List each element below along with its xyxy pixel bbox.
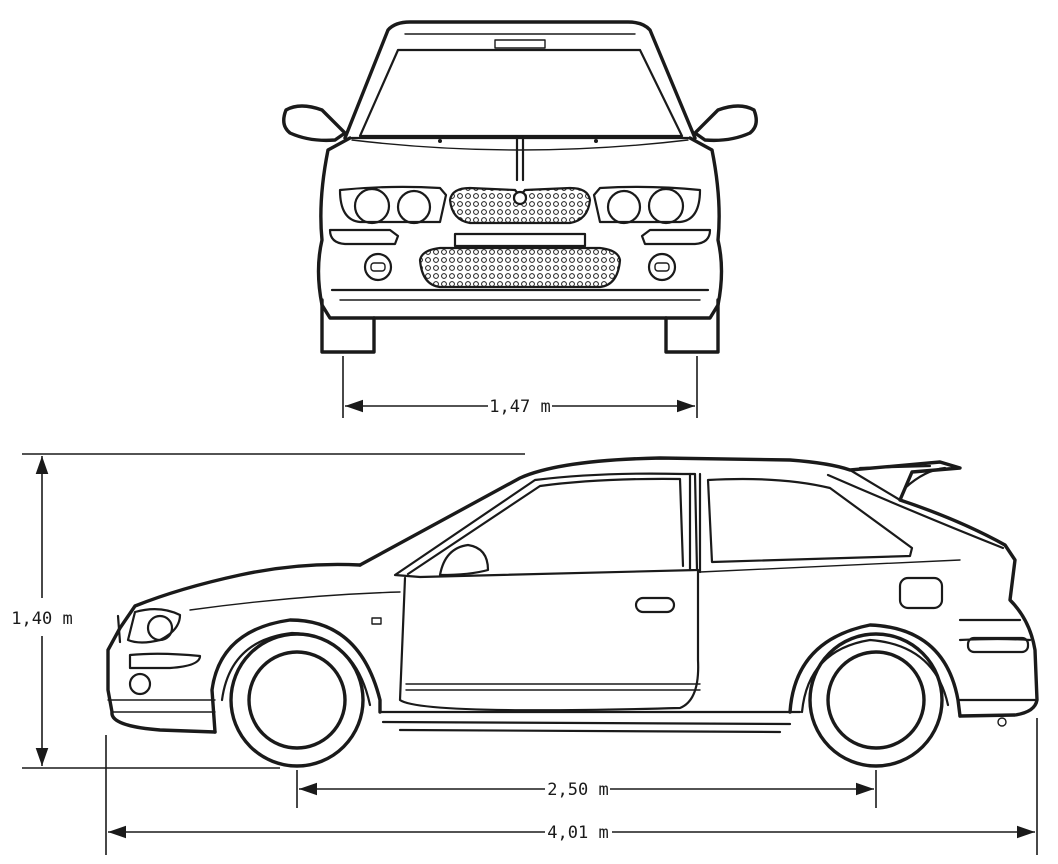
track-width-dimension: 1,47 m [342,356,698,418]
side-view [106,456,1039,768]
track-width-label: 1,47 m [489,397,550,417]
wheelbase-label: 2,50 m [547,780,608,800]
wheelbase-dimension: 2,50 m [296,770,877,808]
height-dimension: 1,40 m [11,453,525,769]
overall-length-label: 4,01 m [547,823,608,843]
height-label: 1,40 m [11,609,72,629]
front-view [282,20,758,354]
overall-length-dimension: 4,01 m [105,718,1038,855]
